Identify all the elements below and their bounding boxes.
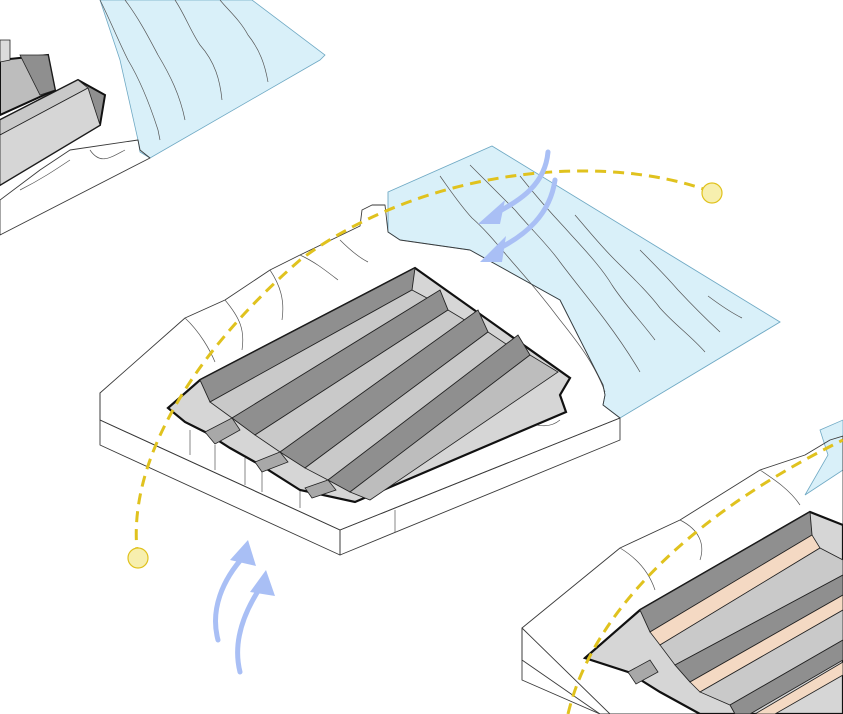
upper-left-water [100,0,325,158]
central-roof-cluster [168,268,570,502]
wind-arrows-lower-icon [216,555,262,672]
lower-right-site-block [522,420,843,714]
upper-left-site-block [0,0,325,235]
wind-arrow-head-3 [230,540,256,566]
sun-end-icon [702,183,722,203]
sun-start-icon [128,548,148,568]
wind-arrow-head-4 [250,570,275,596]
